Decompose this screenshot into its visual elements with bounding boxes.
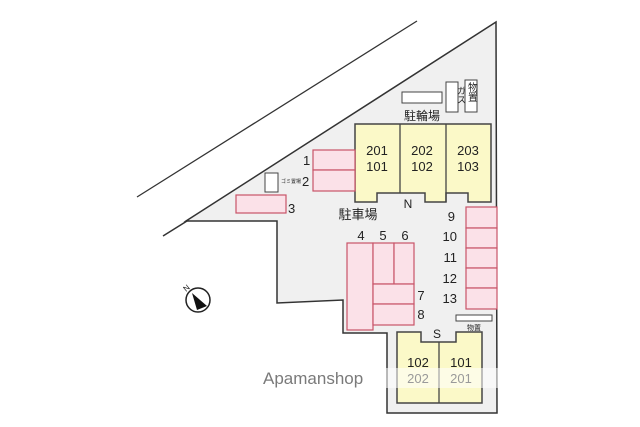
parking-number: 7 xyxy=(417,288,424,303)
parking-number: 6 xyxy=(401,228,408,243)
road-edge-line xyxy=(136,20,418,198)
compass-north-label: N xyxy=(182,283,192,294)
unit-number: 102 xyxy=(411,159,433,174)
parking-space-9 xyxy=(465,206,498,229)
watermark-text: Apamanshop xyxy=(263,369,363,388)
garbage-area-box xyxy=(264,172,279,193)
parking-space-5 xyxy=(372,242,395,285)
parking-lot-label: 駐車場 xyxy=(338,207,377,222)
unit-number: 202 xyxy=(407,371,429,386)
parking-space-8 xyxy=(372,303,415,326)
parking-number: 9 xyxy=(448,209,455,224)
garbage-area-label: ゴミ置場 xyxy=(281,178,301,185)
unit-number: 101 xyxy=(366,159,388,174)
bike-parking-box xyxy=(401,91,443,104)
parking-number: 2 xyxy=(302,174,309,189)
parking-number: 12 xyxy=(443,271,457,286)
small-storage-box xyxy=(455,314,493,322)
parking-number: 13 xyxy=(443,291,457,306)
watermark-band xyxy=(383,368,503,388)
storage-box xyxy=(464,79,478,113)
parking-space-7 xyxy=(372,283,415,305)
parking-number: 10 xyxy=(443,229,457,244)
storage-label: 物置 xyxy=(466,81,478,102)
parking-space-10 xyxy=(465,227,498,249)
parking-space-6 xyxy=(393,242,415,285)
bike-parking-label: 駐輪場 xyxy=(404,108,440,123)
lot-boundary-line xyxy=(162,220,188,237)
north-building-label: N xyxy=(404,197,413,211)
unit-number: 203 xyxy=(457,143,479,158)
small-storage-label: 物置 xyxy=(467,323,481,332)
parking-number: 8 xyxy=(417,307,424,322)
parking-space-11 xyxy=(465,247,498,269)
parking-number: 4 xyxy=(357,228,364,243)
compass-icon: N xyxy=(182,283,211,313)
parking-number: 3 xyxy=(288,201,295,216)
parking-space-2 xyxy=(312,169,356,192)
south-building-label: S xyxy=(433,327,441,341)
parking-space-13 xyxy=(465,287,498,310)
unit-number: 201 xyxy=(450,371,472,386)
parking-number: 1 xyxy=(303,153,310,168)
gas-box xyxy=(445,81,459,113)
lot-area xyxy=(183,20,498,414)
parking-space-3 xyxy=(235,194,287,214)
parking-number: 5 xyxy=(379,228,386,243)
parking-space-1 xyxy=(312,149,356,171)
unit-number: 102 xyxy=(407,355,429,370)
parking-number: 11 xyxy=(444,250,458,265)
parking-space-4 xyxy=(346,242,374,331)
unit-number: 103 xyxy=(457,159,479,174)
unit-number: 101 xyxy=(450,355,472,370)
parking-space-12 xyxy=(465,267,498,289)
unit-number: 202 xyxy=(411,143,433,158)
unit-number: 201 xyxy=(366,143,388,158)
